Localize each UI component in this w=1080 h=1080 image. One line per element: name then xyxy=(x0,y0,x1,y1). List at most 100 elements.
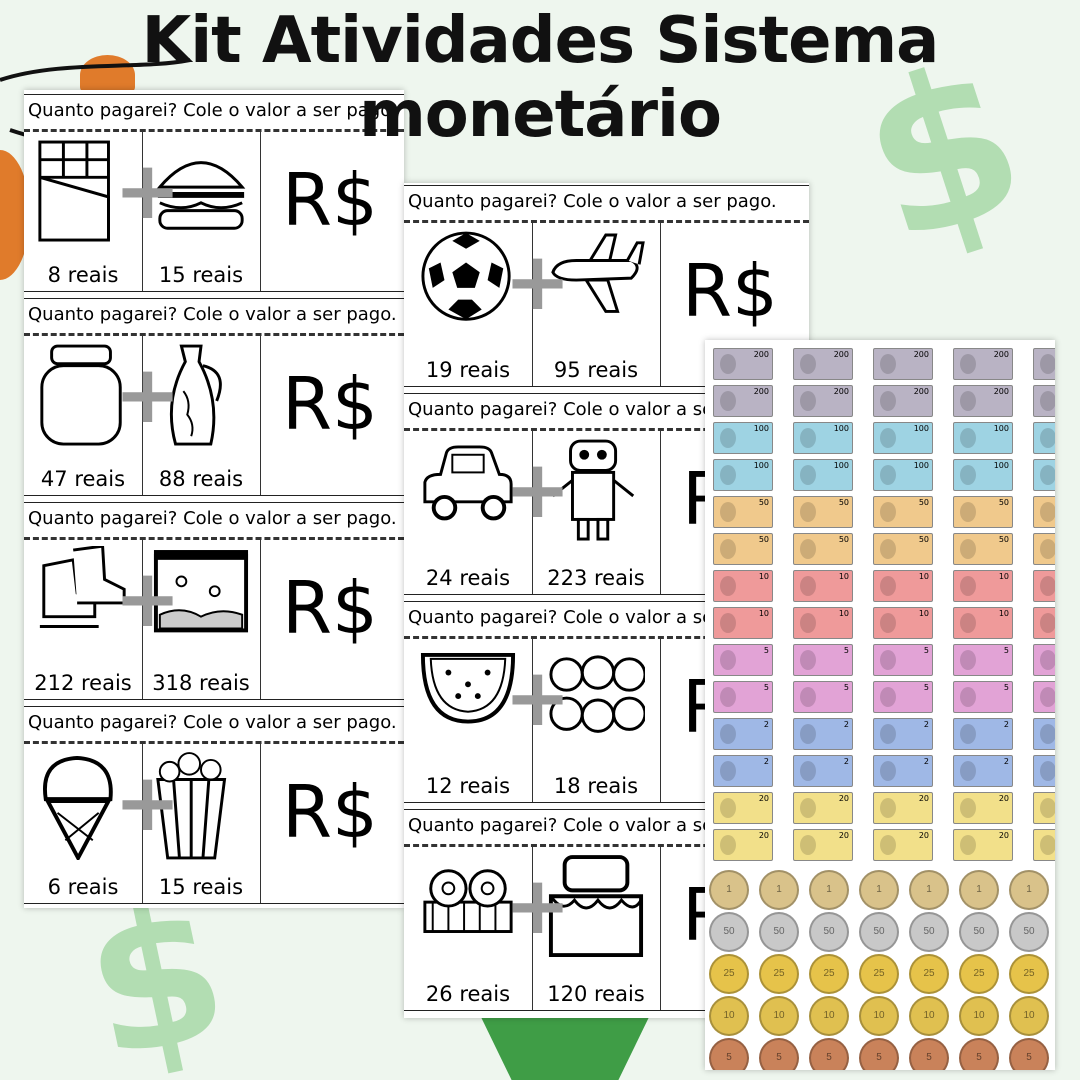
item-price: 6 reais xyxy=(47,875,119,899)
coin: 1 xyxy=(859,870,899,910)
banknote-face-icon xyxy=(880,502,896,522)
banknote-face-icon xyxy=(880,428,896,448)
banknote-value: 200 xyxy=(913,350,929,359)
banknote: 20 xyxy=(1033,792,1055,824)
banknote: 200 xyxy=(713,348,773,380)
banknote: 10 xyxy=(1033,607,1055,639)
banknote-value: 100 xyxy=(913,461,929,470)
coin: 10 xyxy=(859,996,899,1036)
activity-card: Quanto pagarei? Cole o valor a ser pago.… xyxy=(24,94,404,292)
coin-value: 25 xyxy=(723,968,735,979)
coin: 5 xyxy=(759,1038,799,1070)
banknote-face-icon xyxy=(720,724,736,744)
coin: 50 xyxy=(709,912,749,952)
banknote-value: 100 xyxy=(753,424,769,433)
banknote: 100 xyxy=(793,459,853,491)
banknote-face-icon xyxy=(1040,761,1055,781)
coin: 10 xyxy=(809,996,849,1036)
coin-value: 5 xyxy=(926,1052,932,1063)
banknote-face-icon xyxy=(720,465,736,485)
banknote: 2 xyxy=(713,755,773,787)
banknote-face-icon xyxy=(880,465,896,485)
banknote: 5 xyxy=(873,681,933,713)
banknote: 20 xyxy=(713,829,773,861)
item-cell: 15 reais xyxy=(142,744,261,903)
banknote-value: 10 xyxy=(838,609,849,618)
coin: 25 xyxy=(1009,954,1049,994)
banknote: 200 xyxy=(1033,348,1055,380)
banknote-value: 5 xyxy=(843,683,849,692)
banknote-value: 20 xyxy=(998,794,1009,803)
title-line-1: Kit Atividades Sistema xyxy=(141,4,940,78)
banknote-face-icon xyxy=(1040,502,1055,522)
banknote-value: 2 xyxy=(923,720,929,729)
banknote: 5 xyxy=(873,644,933,676)
item-price: 26 reais xyxy=(425,982,511,1006)
coin: 50 xyxy=(1009,912,1049,952)
coin-value: 5 xyxy=(776,1052,782,1063)
coin-value: 5 xyxy=(976,1052,982,1063)
coin-value: 1 xyxy=(926,884,932,895)
banknote-face-icon xyxy=(960,428,976,448)
card-header: Quanto pagarei? Cole o valor a ser pago. xyxy=(24,707,404,744)
coin: 5 xyxy=(909,1038,949,1070)
coin-value: 1 xyxy=(876,884,882,895)
banknote-face-icon xyxy=(960,687,976,707)
airplane-icon xyxy=(551,233,645,313)
green-decoration xyxy=(480,1015,650,1080)
plus-icon: + xyxy=(504,651,572,744)
banknote-face-icon xyxy=(960,835,976,855)
banknote-face-icon xyxy=(1040,835,1055,855)
banknote-face-icon xyxy=(880,687,896,707)
coin-value: 10 xyxy=(723,1010,735,1021)
banknote: 10 xyxy=(1033,570,1055,602)
banknote-value: 200 xyxy=(993,387,1009,396)
banknote: 20 xyxy=(793,829,853,861)
banknote-face-icon xyxy=(880,761,896,781)
item-price: 95 reais xyxy=(553,358,639,382)
banknote-face-icon xyxy=(720,391,736,411)
coin-value: 10 xyxy=(1023,1010,1035,1021)
banknote-value: 100 xyxy=(993,461,1009,470)
banknote-face-icon xyxy=(960,650,976,670)
banknote: 5 xyxy=(793,644,853,676)
coin: 25 xyxy=(759,954,799,994)
banknote: 50 xyxy=(873,496,933,528)
banknote-face-icon xyxy=(1040,687,1055,707)
currency-label: R$ xyxy=(282,770,378,854)
banknote-value: 5 xyxy=(843,646,849,655)
banknote: 20 xyxy=(1033,829,1055,861)
coin: 5 xyxy=(809,1038,849,1070)
item-cell: 318 reais xyxy=(142,540,261,699)
coin: 50 xyxy=(859,912,899,952)
coin-value: 10 xyxy=(873,1010,885,1021)
banknote-value: 2 xyxy=(923,757,929,766)
banknote-face-icon xyxy=(1040,613,1055,633)
banknote-value: 10 xyxy=(998,609,1009,618)
plus-icon: + xyxy=(504,443,572,536)
coin: 10 xyxy=(1009,996,1049,1036)
chocolate-icon xyxy=(38,140,110,242)
banknote-value: 50 xyxy=(838,498,849,507)
banknote-value: 10 xyxy=(998,572,1009,581)
banknote-value: 5 xyxy=(1003,683,1009,692)
banknote-face-icon xyxy=(800,465,816,485)
banknote: 200 xyxy=(953,385,1013,417)
banknote: 200 xyxy=(793,348,853,380)
banknote-value: 50 xyxy=(998,498,1009,507)
coin-value: 50 xyxy=(873,926,885,937)
banknote-face-icon xyxy=(880,539,896,559)
banknote-value: 10 xyxy=(918,572,929,581)
banknote: 10 xyxy=(713,607,773,639)
banknote: 20 xyxy=(953,792,1013,824)
item-cell: 8 reais xyxy=(24,132,143,291)
item-price: 24 reais xyxy=(425,566,511,590)
banknote: 200 xyxy=(713,385,773,417)
banknote-face-icon xyxy=(720,798,736,818)
item-cell: 95 reais xyxy=(532,223,661,386)
banknote-value: 50 xyxy=(918,498,929,507)
banknote-value: 20 xyxy=(758,794,769,803)
banknote-value: 100 xyxy=(833,461,849,470)
